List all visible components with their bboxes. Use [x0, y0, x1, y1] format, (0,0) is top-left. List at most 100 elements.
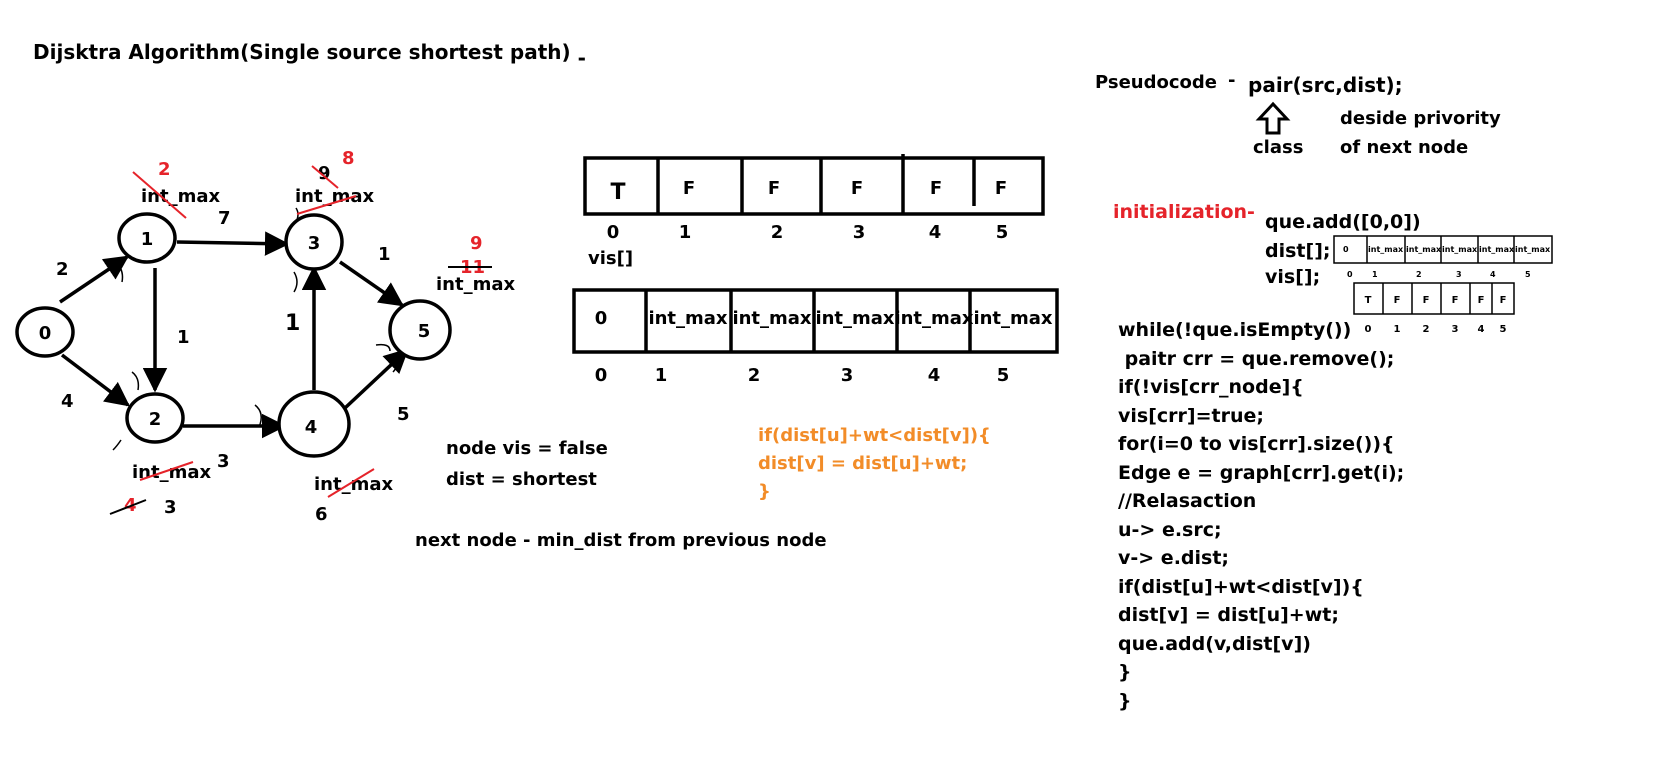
code-line: } [1118, 689, 1132, 712]
mini-vis-cell-4: F [1478, 295, 1485, 306]
vis-decl: vis[]; [1265, 266, 1320, 288]
weight-3-5: 1 [378, 244, 391, 265]
title-text: Dijsktra Algorithm(Single source shortes… [33, 40, 571, 64]
mini-dist-cell-4: int_max [1479, 245, 1515, 254]
code-line: que.add(v,dist[v]) [1118, 632, 1311, 655]
dist-cell-5: int_max [973, 308, 1052, 329]
mini-dist-index-2: 2 [1416, 270, 1422, 279]
vis-array-name: vis[] [588, 248, 633, 269]
code-line: u-> e.src; [1118, 518, 1222, 541]
node-label-5: 5 [418, 321, 431, 342]
weight-4-5: 5 [397, 404, 410, 425]
vis-cell-4: F [930, 178, 942, 199]
mini-vis-cell-2: F [1423, 295, 1430, 306]
dist-decl: dist[]; [1265, 240, 1330, 262]
dist-index-1: 1 [655, 365, 668, 386]
dist-index-4: 4 [928, 365, 941, 386]
initialization-label: initialization- [1113, 201, 1255, 223]
tick-mark [375, 343, 391, 352]
code-line: v-> e.dist; [1118, 547, 1230, 569]
note-next-node: next node - min_dist from previous node [415, 530, 827, 551]
mini-dist-index-1: 1 [1372, 270, 1378, 279]
vis-index-3: 3 [853, 222, 866, 243]
node2-strike [139, 461, 194, 481]
dist-index-3: 3 [841, 365, 854, 386]
mini-vis-cell-3: F [1452, 295, 1459, 306]
node4-dist-new: 6 [315, 504, 328, 525]
code-line: if(!vis[crr_node]{ [1118, 376, 1304, 398]
graph-node-2 [125, 392, 185, 444]
dist-cell-3: int_max [815, 308, 894, 329]
mini-dist-cell-1: int_max [1368, 245, 1404, 254]
vis-cell-0: T [610, 180, 625, 205]
decide-priority-line1: deside privority [1340, 108, 1501, 129]
node3-first-strike [311, 165, 339, 189]
graph-node-5 [388, 299, 452, 361]
tick-mark [131, 371, 140, 391]
condition-line: dist[v] = dist[u]+wt; [758, 453, 968, 474]
pair-declaration: pair(src,dist); [1248, 73, 1403, 97]
mini-dist-index-3: 3 [1456, 270, 1462, 279]
note-node-vis: node vis = false [446, 438, 608, 459]
tick-mark [254, 404, 262, 428]
graph-node-0 [15, 306, 75, 358]
mini-vis-index-4: 4 [1478, 324, 1485, 335]
graph-node-1 [117, 212, 177, 264]
code-line: } [1118, 661, 1132, 683]
code-line: //Relasaction [1118, 490, 1257, 512]
note-dist: dist = shortest [446, 469, 597, 490]
dist-cell-1: int_max [648, 308, 727, 329]
node3-dist-new: 8 [342, 148, 355, 169]
weight-1-2: 1 [177, 327, 190, 348]
edge-0-2 [60, 353, 130, 407]
diagram-title: Dijsktra Algorithm(Single source shortes… [33, 40, 586, 68]
mini-dist-index-4: 4 [1490, 270, 1496, 279]
decide-priority-line2: of next node [1340, 137, 1468, 158]
node2-dist-new: 3 [164, 497, 177, 518]
edge-1-3 [176, 231, 290, 256]
title-dash: - [577, 46, 586, 70]
vis-index-5: 5 [996, 222, 1009, 243]
vis-array-box [583, 156, 1045, 216]
dist-cell-0: 0 [595, 308, 608, 329]
code-line: dist[v] = dist[u]+wt; [1118, 604, 1339, 626]
weight-0-2: 4 [61, 391, 74, 412]
vis-index-0: 0 [607, 222, 620, 243]
mini-dist-cell-5: int_max [1515, 245, 1551, 254]
node5-dist-old: int_max [436, 274, 515, 295]
node-label-0: 0 [39, 323, 52, 344]
node-label-1: 1 [141, 229, 154, 250]
mini-vis-index-1: 1 [1394, 324, 1401, 335]
graph-node-4 [277, 390, 351, 458]
vis-index-2: 2 [771, 222, 784, 243]
node4-strike [327, 468, 375, 498]
pseudocode-body: while(!que.isEmpty()) paitr crr = que.re… [1118, 316, 1404, 715]
code-line: Edge e = graph[crr].get(i); [1118, 461, 1405, 484]
mini-dist-cell-2: int_max [1406, 245, 1442, 254]
mini-dist-box [1333, 235, 1553, 264]
code-line: while(!que.isEmpty()) [1118, 319, 1352, 341]
node-label-3: 3 [308, 233, 321, 254]
node1-dist-new: 2 [158, 159, 171, 180]
node4-dist-old: int_max [314, 474, 393, 495]
pseudocode-label: Pseudocode [1095, 72, 1217, 93]
mini-dist-index-5: 5 [1525, 270, 1531, 279]
tick-mark [392, 355, 398, 373]
mini-dist-index-0: 0 [1347, 270, 1353, 279]
mini-dist-cell-0: 0 [1343, 245, 1349, 254]
edge-3-5 [339, 260, 405, 307]
weight-0-1: 2 [56, 259, 69, 280]
node2-dist-old: int_max [132, 462, 211, 483]
condition-line: } [758, 481, 771, 502]
vis-index-1: 1 [679, 222, 692, 243]
condition-line: if(dist[u]+wt<dist[v]){ [758, 425, 991, 446]
node2-first-strike [109, 499, 147, 515]
mini-vis-cell-0: T [1365, 295, 1372, 306]
vis-cell-3: F [851, 178, 863, 199]
weight-2-4: 3 [217, 451, 230, 472]
mini-vis-cell-5: F [1500, 295, 1507, 306]
pseudocode-dash: - [1228, 70, 1235, 91]
dist-index-2: 2 [748, 365, 761, 386]
class-label: class [1253, 137, 1303, 158]
